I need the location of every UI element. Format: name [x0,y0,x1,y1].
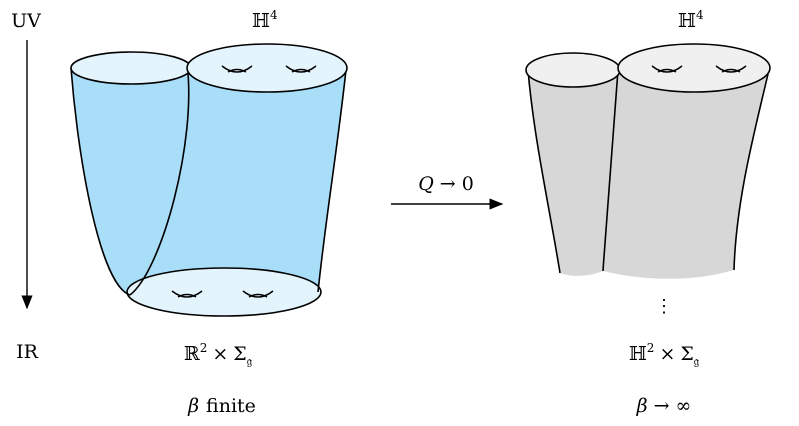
right-tube-outer-edge [317,69,347,293]
uv-small-boundary [70,51,192,85]
right-geometry: ℍ4 [525,8,771,279]
ir-label: IR [16,341,39,363]
ir-boundary-disk [126,267,322,317]
right-ellipsis: ⋮ [655,296,673,317]
left-tube-left-body [71,64,189,295]
right-small-boundary [525,52,621,88]
right-uv-handles [651,65,747,73]
right-body-fill [528,70,768,279]
uv-large-boundary [186,43,348,93]
right-large-boundary [617,43,771,93]
transition: Q→0 [391,173,504,210]
uv-handles [221,65,317,73]
left-wormhole-geometry: ℍ4 [70,8,348,317]
ir-handles [171,290,274,298]
left-top-label: ℍ4 [252,8,278,32]
right-caption: β→∞ [636,395,692,417]
transition-label: Q→0 [418,173,474,195]
rg-flow-axis: UV IR [11,10,41,363]
left-tube-outer-edge [70,67,131,296]
right-right-edge [733,73,769,271]
right-top-label: ℍ4 [678,8,704,32]
uv-label: UV [11,10,41,32]
right-middle-edge [602,69,619,272]
right-left-edge [527,69,561,274]
left-tube-inner-edge [129,63,190,296]
left-bottom-label: ℝ2×Σ𝔤 [184,341,252,368]
right-bottom-label: ℍ2×Σ𝔤 [629,341,699,368]
left-tube-right-body [130,64,346,295]
